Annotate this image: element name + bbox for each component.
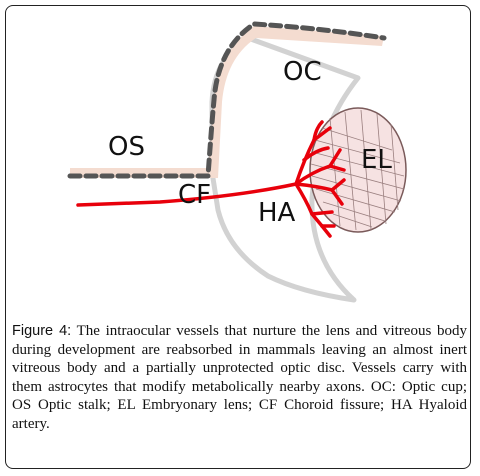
label-cf: CF (178, 180, 211, 210)
label-el: EL (361, 145, 392, 175)
label-oc: OC (283, 57, 322, 87)
label-ha: HA (258, 198, 296, 228)
figure-frame (5, 5, 471, 469)
caption-text: The intraocular vessels that nurture the… (12, 323, 467, 432)
label-os: OS (108, 132, 145, 162)
figure-caption: Figure 4: The intraocular vessels that n… (12, 322, 467, 433)
optic-stalk-dashed-border (67, 21, 387, 179)
hyaloid-artery (76, 120, 346, 238)
caption-label: Figure 4: (12, 323, 72, 339)
embryonic-lens (309, 107, 407, 233)
